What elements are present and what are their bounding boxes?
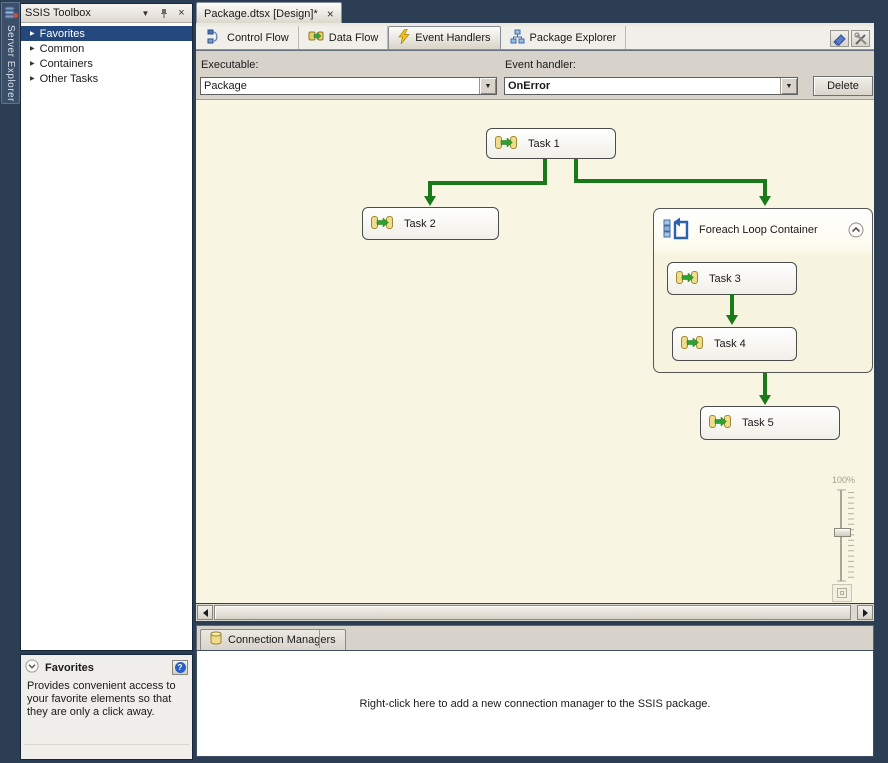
horizontal-scrollbar[interactable] xyxy=(196,604,874,621)
event-handler-value: OnError xyxy=(508,80,551,92)
connection-manager-icon xyxy=(210,631,222,649)
close-icon[interactable]: × xyxy=(326,6,334,21)
task-3-node[interactable]: Task 3 xyxy=(667,262,797,295)
tab-control-flow[interactable]: Control Flow xyxy=(198,26,299,49)
toolbox-item-label: Containers xyxy=(39,57,93,70)
task-4-node[interactable]: Task 4 xyxy=(672,327,797,361)
task-icon xyxy=(676,269,698,289)
favorites-pane-description: Provides convenient access to your favor… xyxy=(27,680,176,718)
ssis-toolbox-panel: SSIS Toolbox ▼ × ▶ Favorites ▶ Common ▶ … xyxy=(20,3,193,651)
chevron-down-circle-icon[interactable] xyxy=(25,659,39,676)
arrow-right-icon xyxy=(862,608,868,617)
arrow-left-icon xyxy=(202,608,208,617)
scroll-right-button[interactable] xyxy=(857,605,873,620)
toolbox-item-containers[interactable]: ▶ Containers xyxy=(21,56,192,71)
zoom-fit-button[interactable] xyxy=(832,584,852,602)
data-flow-icon xyxy=(308,29,324,46)
event-handlers-icon xyxy=(398,28,411,47)
executable-value: Package xyxy=(204,80,247,92)
event-handler-label: Event handler: xyxy=(505,59,576,71)
toolbox-item-common[interactable]: ▶ Common xyxy=(21,41,192,56)
toolbox-tree: ▶ Favorites ▶ Common ▶ Containers ▶ Othe… xyxy=(21,23,192,86)
combo-arrow-icon[interactable]: ▼ xyxy=(479,78,496,94)
tab-label: Control Flow xyxy=(227,31,289,44)
server-explorer-tab[interactable]: Server Explorer xyxy=(1,2,20,104)
container-label: Foreach Loop Container xyxy=(699,224,818,236)
connection-managers-bar: Connection Managers xyxy=(196,625,874,650)
pin-icon[interactable] xyxy=(157,7,170,20)
task-label: Task 5 xyxy=(742,417,774,429)
tree-expand-icon: ▶ xyxy=(30,61,35,67)
combo-arrow-icon[interactable]: ▼ xyxy=(780,78,797,94)
control-flow-icon xyxy=(207,29,222,47)
task-5-node[interactable]: Task 5 xyxy=(700,406,840,440)
zoom-slider-thumb[interactable] xyxy=(834,528,851,537)
tab-label: Data Flow xyxy=(328,31,379,44)
event-handler-toolbar: Executable: Package ▼ Event handler: OnE… xyxy=(196,50,874,100)
executable-label: Executable: xyxy=(201,59,259,71)
server-explorer-label: Server Explorer xyxy=(5,25,16,102)
eraser-button[interactable] xyxy=(830,30,849,47)
toolbox-item-label: Favorites xyxy=(39,27,85,40)
window-menu-caret-icon[interactable]: ▼ xyxy=(141,8,150,18)
task-label: Task 4 xyxy=(714,338,746,350)
favorites-pane-title: Favorites xyxy=(45,661,94,674)
task-2-node[interactable]: Task 2 xyxy=(362,207,499,240)
toolbox-item-other-tasks[interactable]: ▶ Other Tasks xyxy=(21,71,192,86)
tab-underline xyxy=(196,23,874,26)
task-icon xyxy=(371,214,393,234)
pane-divider xyxy=(24,744,189,745)
design-surface[interactable]: Task 1 Task 2 xyxy=(196,100,874,603)
delete-button[interactable]: Delete xyxy=(813,76,873,96)
tree-expand-icon: ▶ xyxy=(30,31,35,37)
task-icon xyxy=(495,134,517,154)
close-icon[interactable]: × xyxy=(178,7,185,19)
tools-button[interactable] xyxy=(851,30,870,47)
favorites-info-pane: Favorites ? Provides convenient access t… xyxy=(20,654,193,760)
task-icon xyxy=(681,334,703,354)
tree-expand-icon: ▶ xyxy=(30,76,35,82)
tab-data-flow[interactable]: Data Flow xyxy=(299,26,389,49)
tree-expand-icon: ▶ xyxy=(30,46,35,52)
task-label: Task 3 xyxy=(709,272,741,285)
collapse-chevron-icon[interactable] xyxy=(848,222,864,238)
connection-managers-hint: Right-click here to add a new connection… xyxy=(359,697,711,710)
toolbox-item-label: Common xyxy=(39,42,85,55)
tab-label: Event Handlers xyxy=(415,32,491,44)
tab-event-handlers[interactable]: Event Handlers xyxy=(388,26,501,49)
scroll-left-button[interactable] xyxy=(197,605,213,620)
foreach-loop-container[interactable]: Foreach Loop Container Task 3 xyxy=(653,208,873,373)
scrollbar-thumb[interactable] xyxy=(214,605,851,620)
document-tab-label: Package.dtsx [Design]* xyxy=(204,7,318,20)
help-icon: ? xyxy=(174,662,186,673)
event-handler-combo[interactable]: OnError ▼ xyxy=(504,77,798,95)
designer-view-tabs: Control Flow Data Flow Event Handlers xyxy=(196,26,874,50)
tab-label: Package Explorer xyxy=(529,31,617,44)
toolbox-item-label: Other Tasks xyxy=(39,72,99,85)
package-explorer-icon xyxy=(510,29,525,47)
document-tab[interactable]: Package.dtsx [Design]* × xyxy=(196,2,342,24)
help-button[interactable]: ? xyxy=(172,660,188,675)
tab-divider xyxy=(319,630,320,648)
tab-package-explorer[interactable]: Package Explorer xyxy=(501,26,627,49)
task-1-node[interactable]: Task 1 xyxy=(486,128,616,159)
connection-managers-tab[interactable]: Connection Managers xyxy=(200,629,346,650)
connection-managers-pane[interactable]: Right-click here to add a new connection… xyxy=(196,650,874,757)
toolbox-item-favorites[interactable]: ▶ Favorites xyxy=(21,26,192,41)
ssis-toolbox-title: SSIS Toolbox xyxy=(25,7,91,19)
task-label: Task 2 xyxy=(404,217,436,230)
task-label: Task 1 xyxy=(528,137,560,150)
zoom-level-label: 100% xyxy=(832,475,856,485)
server-explorer-icon xyxy=(4,5,18,22)
task-icon xyxy=(709,413,731,433)
editor-area: Package.dtsx [Design]* × Control Flow xyxy=(196,0,874,758)
foreach-loop-icon xyxy=(663,215,689,245)
executable-combo[interactable]: Package ▼ xyxy=(200,77,497,95)
ssis-toolbox-header: SSIS Toolbox ▼ × xyxy=(21,4,192,23)
connection-managers-tab-label: Connection Managers xyxy=(228,634,336,646)
